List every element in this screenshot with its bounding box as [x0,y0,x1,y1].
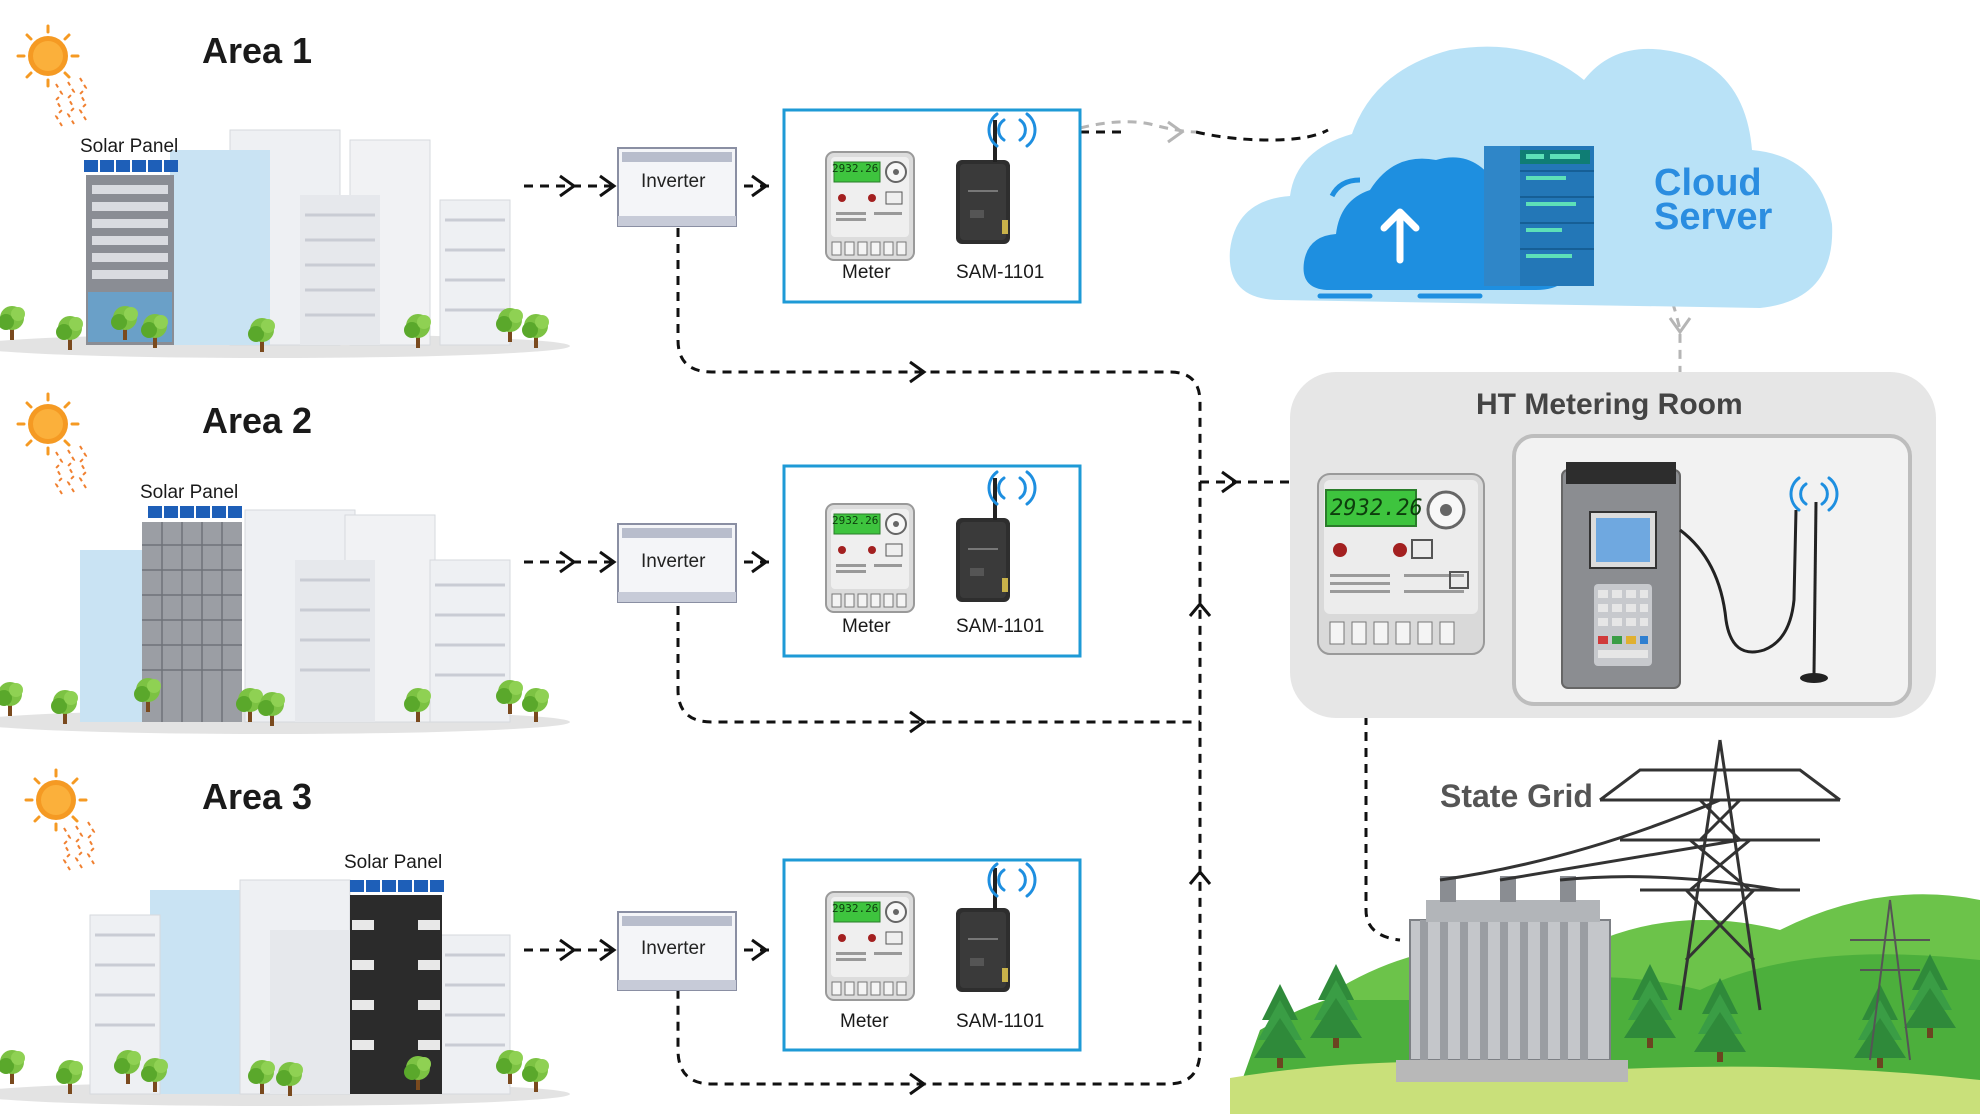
state-grid-title: State Grid [1440,778,1593,814]
area-1-sam-label: SAM-1101 [956,262,1045,283]
ht-meter-reading: 2932.26 [1330,496,1423,521]
sun-icon [16,24,88,128]
area-3-meter-label: Meter [840,1011,889,1032]
sun-icon [24,768,96,872]
area-2-meter-reading: 2932.26 [832,514,879,527]
ht-metering-room-title: HT Metering Room [1476,388,1743,421]
area-3-meter-reading: 2932.26 [832,902,879,915]
area-2-inverter-label: Inverter [641,551,706,572]
area-2-buildings [0,392,549,726]
arrowheads [559,174,1239,1096]
area-1-buildings [0,24,549,352]
area-2-title: Area 2 [202,400,313,441]
cloud-title-line-1: Cloud [1654,162,1762,204]
cloud-title-line-2: Server [1654,196,1773,238]
area-3-inverter-label: Inverter [641,938,706,959]
area-2-meter-label: Meter [842,616,891,637]
area-3-sam-label: SAM-1101 [956,1011,1045,1032]
area-3-solar-panel-label: Solar Panel [344,852,443,873]
flow-lines [524,128,1401,1086]
area-1-meter-label: Meter [842,262,891,283]
sun-icon [16,392,88,496]
area-3-buildings [0,768,549,1096]
area-1-meter-reading: 2932.26 [832,162,879,175]
area-2-sam-label: SAM-1101 [956,616,1045,637]
device-boxes [782,108,1082,1052]
area-1-title: Area 1 [202,30,313,71]
cloud-server-title: Cloud Server [1654,162,1773,238]
area-1-inverter-label: Inverter [641,171,706,192]
area-1-solar-panel-label: Solar Panel [80,136,179,157]
ht-metering-room [1290,372,1936,718]
server-rack [1484,146,1594,286]
area-3-title: Area 3 [202,776,313,817]
area-2-solar-panel-label: Solar Panel [140,482,239,503]
state-grid-scene [1230,739,1980,1114]
